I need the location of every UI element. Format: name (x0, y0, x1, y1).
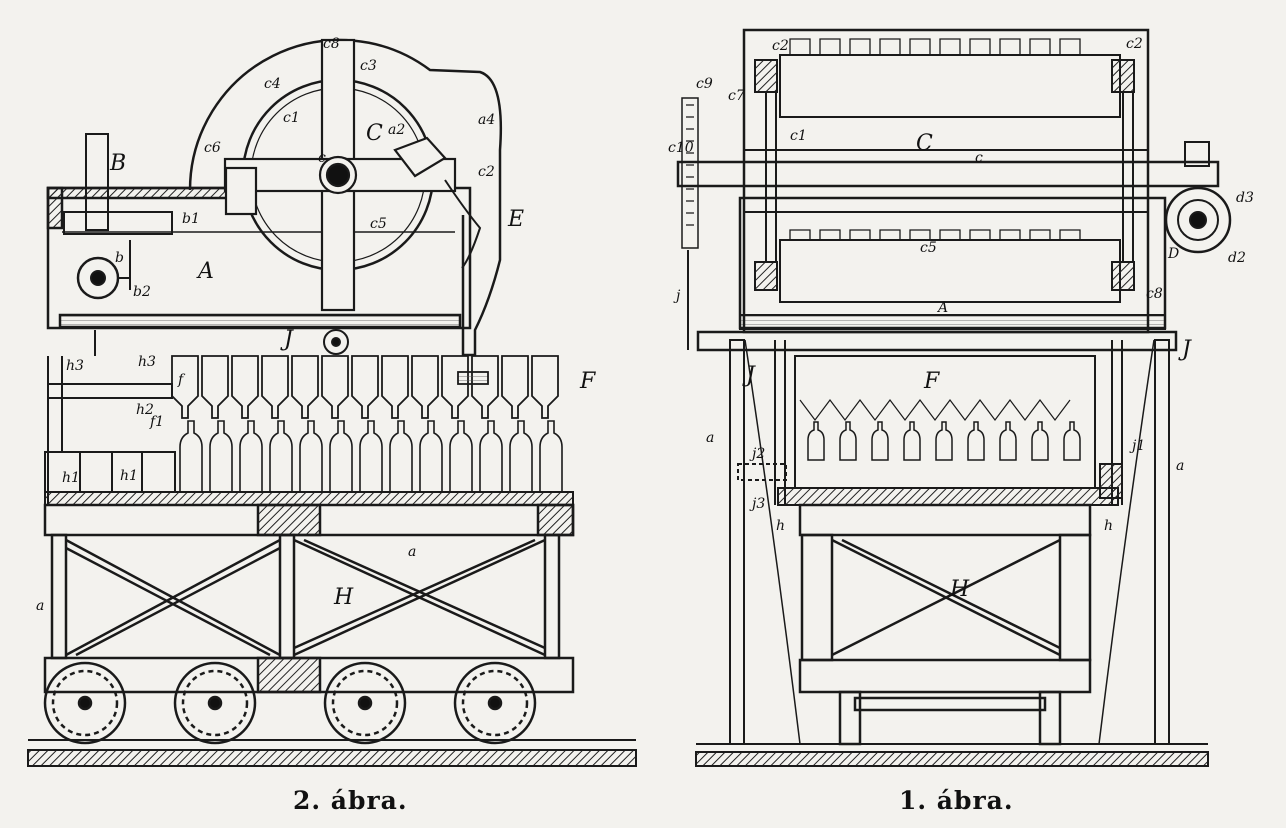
tank-front (738, 196, 1167, 330)
fig1-label-c7: c7 (728, 88, 745, 104)
fig1-label-J: J (1178, 337, 1192, 362)
cart-frame-front (798, 503, 1092, 746)
ground-base (695, 751, 1209, 767)
drum-front (742, 28, 1150, 334)
fig1-label-C: C (916, 131, 933, 156)
fig1-label-c1: c1 (790, 128, 807, 144)
main-shaft (676, 160, 1220, 188)
fig1-label-c2-right: c2 (1126, 36, 1143, 52)
fig2-label-b2: b2 (133, 284, 151, 300)
fig2-label-b1: b1 (182, 211, 200, 227)
fig2-label-f1: f1 (149, 414, 164, 430)
fig1-label-j: j (673, 288, 681, 304)
fig1-label-d3: d3 (1236, 190, 1254, 206)
fig2-label-c: c (318, 150, 326, 166)
float-pipe (85, 133, 109, 231)
crate-row (44, 451, 176, 493)
fig1-label-c: c (975, 150, 983, 166)
fig2-label-H: H (333, 585, 354, 610)
pivot-J (323, 329, 349, 355)
figure-1-labels: c2 c2 c9 c7 c10 c1 C c c5 d3 d2 D c8 A j… (668, 36, 1254, 602)
fig1-label-H: H (949, 577, 970, 602)
fig1-label-j1: j1 (1129, 438, 1145, 454)
fig2-label-c4: c4 (264, 76, 281, 92)
figure-1-caption: 1. ábra. (899, 786, 1014, 815)
fig2-label-h2: h2 (136, 402, 154, 418)
fig2-label-h3b: h3 (138, 354, 156, 370)
fig2-label-a2: a2 (388, 122, 405, 138)
fig2-label-h1: h1 (62, 470, 80, 486)
fig1-label-c2: c2 (772, 38, 789, 54)
fig1-label-a-right: a (1176, 458, 1184, 474)
fig2-label-F: F (579, 369, 596, 394)
figure-1-front-view (676, 28, 1232, 767)
fig1-label-c10: c10 (668, 140, 694, 156)
figure-2-caption: 2. ábra. (293, 786, 408, 815)
side-shelf (47, 383, 173, 399)
fig1-label-c8: c8 (1146, 286, 1163, 302)
tank (46, 186, 472, 330)
fig2-label-J: J (280, 327, 294, 352)
fig1-label-d2: d2 (1228, 250, 1246, 266)
fig1-label-h: h (776, 518, 785, 534)
figure-2-side-view (27, 38, 637, 767)
fig1-label-j2: j2 (749, 446, 765, 462)
spout (444, 179, 482, 269)
fig2-label-c5: c5 (370, 216, 387, 232)
front-bottles (799, 399, 1081, 461)
fig2-label-c2: c2 (478, 164, 495, 180)
fig1-label-F: F (923, 369, 940, 394)
fig1-label-D: D (1167, 246, 1179, 262)
bottles (179, 420, 563, 493)
drum-spokes (223, 38, 457, 312)
funnels (171, 355, 559, 419)
fig2-label-f: f (177, 372, 186, 388)
drum-housing (188, 38, 503, 357)
fig1-label-a: a (706, 430, 714, 446)
fig2-label-C: C (366, 121, 383, 146)
fig2-label-A: A (196, 259, 214, 284)
crossbar-J (696, 330, 1178, 352)
fig2-label-c1: c1 (283, 110, 300, 126)
fig1-label-J-left: J (742, 363, 756, 388)
fig2-label-c8: c8 (323, 36, 340, 52)
fig2-label-a4: a4 (478, 112, 495, 128)
fig2-label-a-lower: a (408, 544, 416, 560)
fig2-label-c6: c6 (204, 140, 221, 156)
fig1-label-h-right: h (1104, 518, 1113, 534)
figure-2-labels: B b1 b b2 A C c c1 c2 c3 c4 c5 c6 c8 a2 … (36, 36, 596, 614)
ground-rail (27, 749, 637, 767)
fig1-label-c9: c9 (696, 76, 713, 92)
wheels (43, 661, 537, 745)
bottle-tray (44, 491, 574, 506)
chain-left (681, 97, 699, 249)
fig1-label-c5: c5 (920, 240, 937, 256)
fig2-label-h3: h3 (66, 358, 84, 374)
gear-d (1164, 186, 1232, 254)
fig2-label-B: B (109, 151, 126, 176)
fig1-label-j3: j3 (749, 496, 765, 512)
fig2-label-h1b: h1 (120, 468, 138, 484)
fig2-label-E: E (507, 207, 524, 232)
fig2-label-c3: c3 (360, 58, 377, 74)
fig1-label-A: A (936, 300, 948, 316)
fig2-label-a: a (36, 598, 44, 614)
fig2-label-b: b (115, 250, 124, 266)
